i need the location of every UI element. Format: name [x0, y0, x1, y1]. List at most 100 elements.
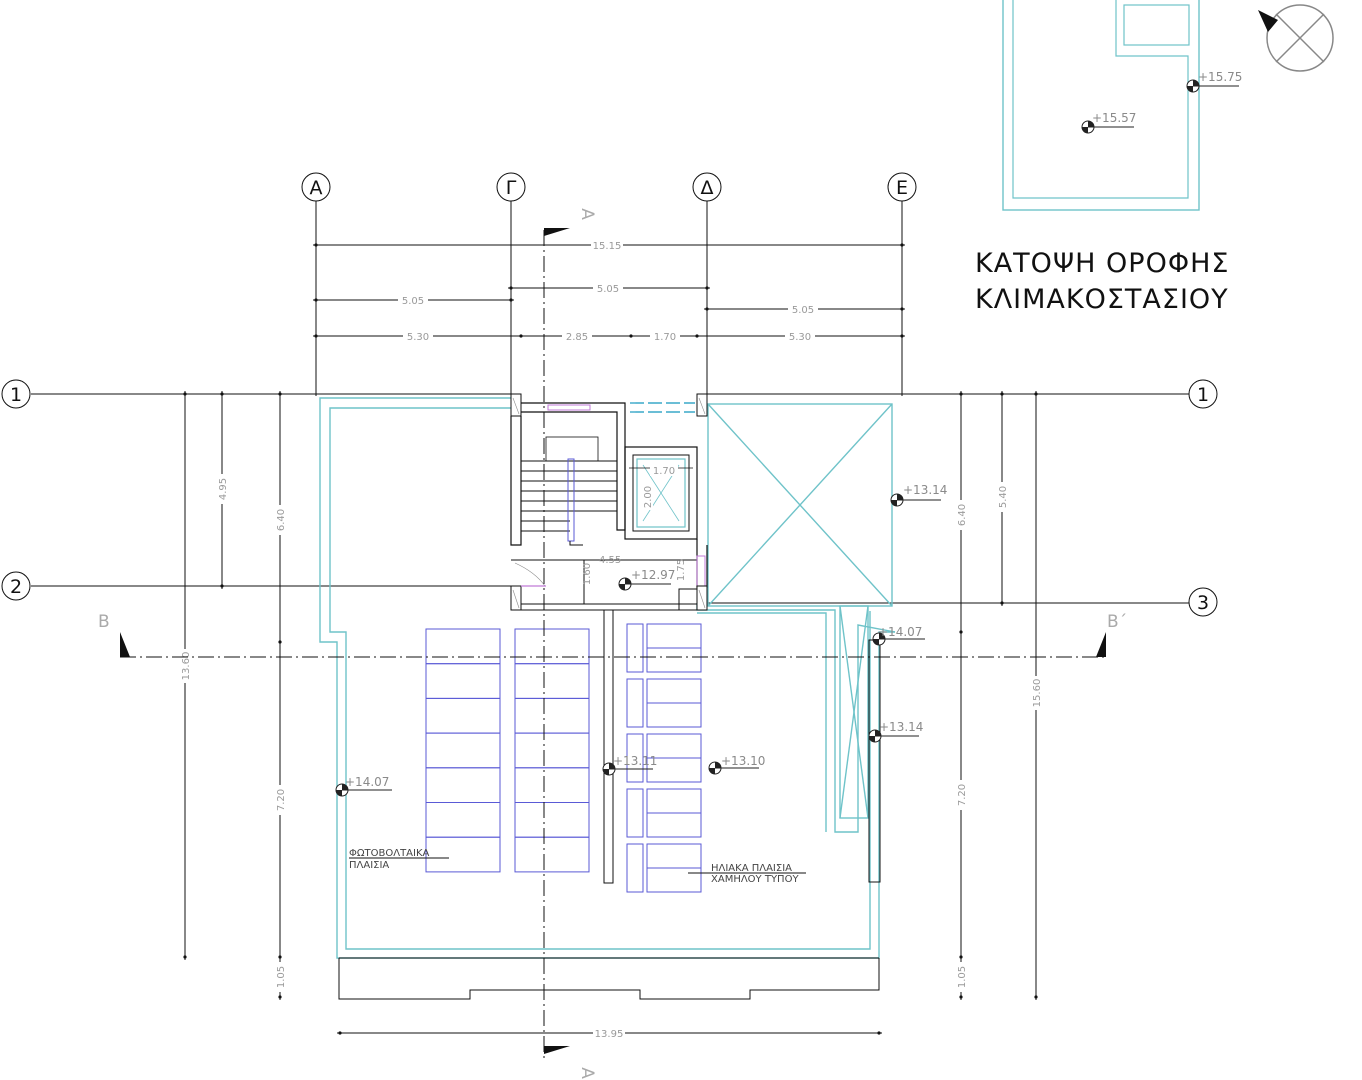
grid-bubble-col-3: Δ: [692, 172, 722, 202]
level-marker-icon: [618, 577, 671, 591]
dim-right-1560: 15.60: [1032, 679, 1043, 708]
dim-right-640: 6.40: [957, 504, 968, 526]
level-marker-icon: [335, 783, 392, 797]
pv-panel: [514, 628, 590, 665]
dim-overall-width: 15.15: [593, 241, 622, 252]
solar-collector: [646, 623, 702, 649]
svg-text:13.95: 13.95: [595, 1029, 624, 1040]
level-label-1407-left: +14.07: [345, 775, 389, 789]
level-label-roof-low: +15.57: [1092, 111, 1136, 125]
roof-parapet-outline: [319, 397, 896, 959]
section-mark-b-left: B: [98, 612, 110, 632]
dim-right-105: 1.05: [957, 966, 968, 988]
solar-collector-small: [626, 623, 644, 673]
svg-text:3: 3: [1197, 592, 1209, 614]
grid-bubble-col-4: Ε: [887, 172, 917, 202]
solar-collector-small: [626, 843, 644, 893]
left-dimension-lines: [184, 391, 281, 1000]
level-markers: [335, 493, 941, 797]
pv-panel: [514, 663, 590, 699]
pv-panel: [425, 767, 501, 803]
solar-collector: [646, 843, 702, 869]
roof-inset-plan: +15.75 +15.57: [1002, 0, 1242, 211]
section-line-bb: B B΄: [98, 612, 1127, 658]
level-label-1407-right: +14.07: [878, 625, 922, 639]
grid-bubble-row-3: 3: [1188, 587, 1218, 617]
pv-note: ΦΩΤΟΒΟΛΤΑΙΚΑ ΠΛΑΙΣΙΑ: [349, 848, 449, 871]
dim-left-640: 6.40: [276, 509, 287, 531]
level-marker: [1186, 79, 1239, 93]
grid-bubble-row-1-right: 1: [1188, 379, 1218, 409]
svg-text:1: 1: [10, 384, 22, 406]
dim-left-105: 1.05: [276, 966, 287, 988]
level-label-roof-high: +15.75: [1198, 70, 1242, 84]
dim-stair-160: 1.60: [582, 563, 593, 585]
dim-right-bay: 5.05: [792, 305, 814, 316]
svg-text:Α: Α: [310, 177, 323, 199]
pv-panel: [425, 628, 501, 665]
solar-collector: [646, 678, 702, 704]
dim-right-720: 7.20: [957, 784, 968, 806]
pv-panel: [425, 732, 501, 769]
level-label-1311: +13.11: [613, 754, 657, 768]
svg-text:2: 2: [10, 576, 22, 598]
solar-panels: [626, 623, 702, 893]
solar-collector-small: [626, 678, 644, 728]
grid-bubble-row-1-left: 1: [1, 379, 31, 409]
dim-left-495: 4.95: [218, 478, 229, 500]
level-marker-icon: [872, 632, 925, 646]
pv-panel: [425, 836, 501, 873]
svg-text:Ε: Ε: [896, 177, 908, 199]
dim-left-720: 7.20: [276, 789, 287, 811]
parapet-edge: [338, 958, 880, 1000]
dim-lift-200: 2.00: [643, 486, 654, 508]
bottom-dimension-line: 13.95: [337, 1027, 882, 1040]
pv-panel: [514, 732, 590, 769]
svg-text:Δ: Δ: [701, 177, 714, 199]
dim-stair-455: 4.55: [599, 555, 621, 566]
level-marker-icon: [602, 762, 653, 776]
drawing-title-line1: ΚΑΤΟΨΗ ΟΡΟΦΗΣ: [975, 248, 1229, 279]
dim-chain-4: 5.30: [789, 332, 811, 343]
svg-text:ΠΛΑΙΣΙΑ: ΠΛΑΙΣΙΑ: [349, 860, 389, 871]
grid-bubble-row-2: 2: [1, 571, 31, 601]
grid-bubble-col-2: Γ: [496, 172, 526, 202]
dim-right-540: 5.40: [998, 486, 1009, 508]
pv-panel: [514, 802, 590, 838]
solar-collector: [646, 647, 702, 673]
dim-lift-170: 1.70: [653, 466, 675, 477]
drawing-title-line2: ΚΛΙΜΑΚΟΣΤΑΣΙΟΥ: [975, 284, 1229, 315]
stair-core: [510, 393, 708, 611]
pv-panel: [425, 802, 501, 838]
solar-collector-small: [626, 788, 644, 838]
svg-text:ΧΑΜΗΛΟΥ ΤΥΠΟΥ: ΧΑΜΗΛΟΥ ΤΥΠΟΥ: [711, 874, 799, 885]
level-label-1310: +13.10: [721, 754, 765, 768]
solar-collector: [646, 757, 702, 783]
solar-collector: [646, 867, 702, 893]
grid-bubble-col-1: Α: [301, 172, 331, 202]
dim-left-bay: 5.05: [402, 296, 424, 307]
svg-text:ΦΩΤΟΒΟΛΤΑΙΚΑ: ΦΩΤΟΒΟΛΤΑΙΚΑ: [349, 848, 430, 859]
solar-collector: [646, 702, 702, 728]
pv-panel: [425, 663, 501, 699]
dim-left-1360: 13.60: [181, 652, 192, 681]
level-label-1314a: +13.14: [903, 483, 947, 497]
level-marker: [1081, 120, 1134, 134]
north-arrow-icon: [1258, 4, 1334, 72]
section-mark-a-top: A: [577, 208, 597, 220]
pv-panel: [514, 697, 590, 734]
level-marker-icon: [890, 493, 941, 507]
pv-panel: [425, 697, 501, 734]
dim-chain-2: 2.85: [566, 332, 588, 343]
level-marker-icon: [868, 729, 919, 743]
section-line-aa: A A: [543, 208, 597, 1079]
dim-stair-175: 1.75: [676, 559, 687, 581]
svg-text:1: 1: [1197, 384, 1209, 406]
solar-collector: [646, 788, 702, 814]
photovoltaic-panels: [425, 628, 590, 873]
section-mark-b-right: B΄: [1107, 612, 1127, 632]
dim-chain-1: 5.30: [407, 332, 429, 343]
level-label-1314b: +13.14: [879, 720, 923, 734]
pv-panel: [514, 836, 590, 873]
